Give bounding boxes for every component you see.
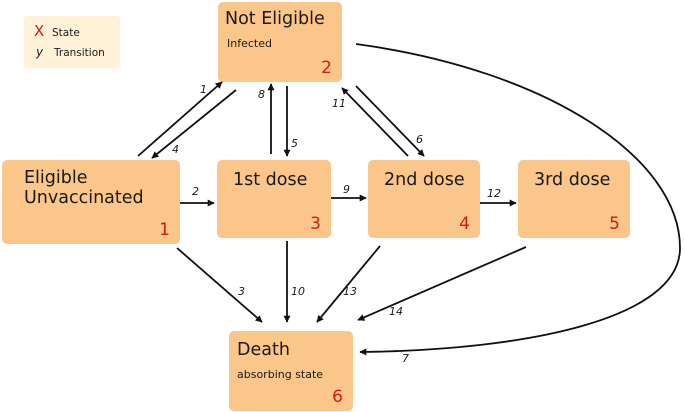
arrow-3 [176, 247, 263, 323]
arrow-4 [151, 89, 237, 159]
transition-label-3: 3 [238, 285, 245, 298]
state-title-line: Eligible [24, 168, 88, 188]
state-title: 2nd dose [384, 170, 465, 190]
state-title-line: Unvaccinated [24, 188, 144, 209]
legend-transition-label: Transition [54, 47, 105, 59]
state-number: 3 [310, 214, 321, 234]
arrow-6 [355, 85, 425, 157]
transition-label-8: 8 [258, 88, 265, 101]
transition-label-14: 14 [389, 305, 403, 318]
transition-label-13: 13 [343, 285, 357, 298]
transition-label-11: 11 [332, 97, 346, 110]
state-title: Death [237, 340, 290, 360]
state-number: 5 [609, 214, 620, 234]
legend-transition-symbol: y [36, 45, 44, 59]
transition-label-12: 12 [487, 187, 501, 200]
arrow-1 [137, 81, 223, 157]
state-title: 1st dose [233, 170, 308, 190]
state-1st-dose: 1st dose 3 [217, 160, 331, 238]
state-subtitle: absorbing state [237, 368, 324, 381]
state-number: 1 [159, 220, 170, 240]
state-title: Not Eligible [225, 9, 325, 29]
transition-label-9: 9 [343, 183, 350, 196]
transition-label-5: 5 [291, 137, 298, 150]
state-eligible-unvaccinated: Eligible Unvaccinated 1 [2, 160, 180, 244]
legend-transition-row: y Transition [34, 45, 105, 59]
transition-label-7: 7 [402, 352, 409, 365]
legend-state-symbol: X [34, 22, 45, 40]
state-2nd-dose: 2nd dose 4 [368, 160, 480, 238]
transition-label-2: 2 [192, 185, 199, 198]
legend-state-label: State [52, 27, 80, 39]
state-not-eligible: Not Eligible Infected 2 [218, 2, 342, 82]
arrow-14 [357, 246, 527, 321]
state-title: 3rd dose [534, 170, 611, 190]
state-number: 2 [321, 58, 332, 78]
legend-state-row: X State [34, 22, 80, 40]
state-death: Death absorbing state 6 [229, 331, 353, 411]
transition-label-4: 4 [172, 143, 179, 156]
state-subtitle: Infected [227, 37, 272, 50]
state-number: 4 [459, 214, 470, 234]
transition-label-10: 10 [291, 285, 305, 298]
state-title: Eligible Unvaccinated [24, 168, 144, 208]
arrow-7 [355, 43, 681, 356]
state-3rd-dose: 3rd dose 5 [518, 160, 630, 238]
transition-label-6: 6 [416, 133, 423, 146]
transition-label-1: 1 [200, 83, 207, 96]
arrow-11 [341, 87, 409, 157]
legend: X State y Transition [24, 16, 120, 68]
arrow-13 [316, 245, 381, 323]
state-number: 6 [332, 387, 343, 407]
